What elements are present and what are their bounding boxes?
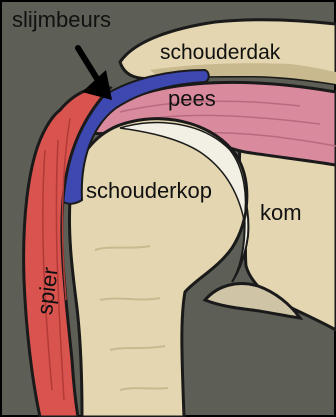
label-bursa: slijmbeurs [12, 9, 111, 31]
label-muscle: spier [34, 266, 62, 316]
label-tendon: pees [168, 88, 216, 110]
label-humeral-head: schouderkop [86, 180, 212, 202]
label-socket: kom [260, 202, 302, 224]
label-acromion: schouderdak [160, 42, 280, 63]
